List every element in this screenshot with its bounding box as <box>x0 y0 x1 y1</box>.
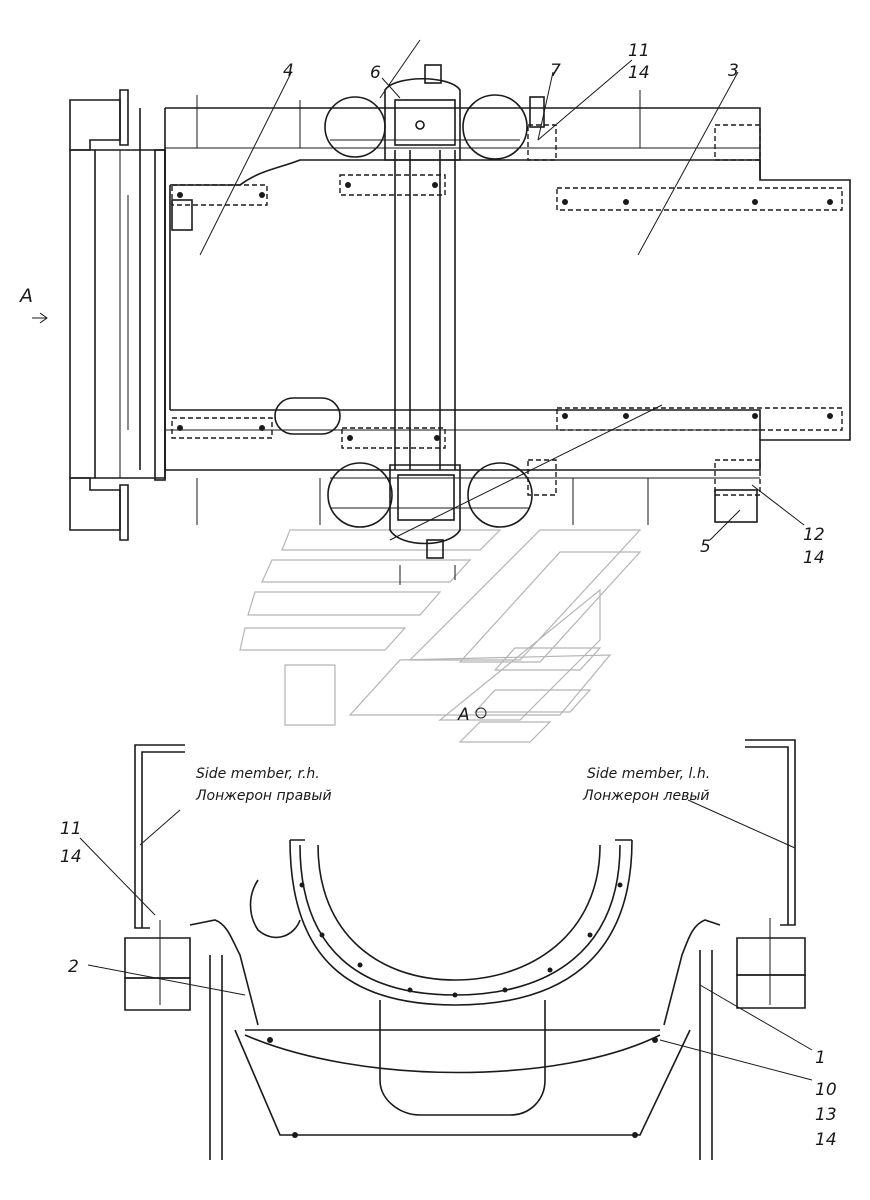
side-member-notes: Side member, r.h. Лонжерон правый Side m… <box>195 766 710 804</box>
callout-3: 3 <box>728 61 739 81</box>
callout-6: 6 <box>370 63 381 83</box>
callout-14-left: 14 <box>60 847 82 867</box>
callout-14-bottom: 14 <box>815 1130 837 1150</box>
watermark-logo <box>239 529 642 743</box>
callout-11-top: 11 <box>628 41 650 61</box>
view-arrow-label: A <box>18 285 33 307</box>
callout-7: 7 <box>550 61 561 81</box>
view-point-label: A <box>457 705 470 725</box>
callout-labels: 4 6 7 11 14 3 5 12 14 11 14 2 1 10 13 14 <box>60 41 837 1150</box>
note-side-member-rh-en: Side member, r.h. <box>196 766 320 782</box>
callout-13: 13 <box>815 1105 837 1125</box>
callout-14-top: 14 <box>628 63 650 83</box>
note-side-member-rh-ru: Лонжерон правый <box>195 788 332 804</box>
shaft-line <box>379 39 421 99</box>
view-point-symbol <box>475 707 487 719</box>
callout-14-mid: 14 <box>803 548 825 568</box>
note-side-member-lh-ru: Лонжерон левый <box>582 788 710 804</box>
leader-lines <box>32 59 813 1081</box>
callout-10: 10 <box>815 1080 837 1100</box>
callout-2: 2 <box>68 957 79 977</box>
callout-12: 12 <box>803 525 825 545</box>
callout-4: 4 <box>283 61 294 81</box>
plan-view <box>69 64 851 585</box>
section-view <box>124 739 806 1160</box>
callout-1: 1 <box>815 1048 826 1068</box>
callout-11-left: 11 <box>60 819 82 839</box>
note-side-member-lh-en: Side member, l.h. <box>587 766 710 782</box>
callout-5: 5 <box>700 537 711 557</box>
